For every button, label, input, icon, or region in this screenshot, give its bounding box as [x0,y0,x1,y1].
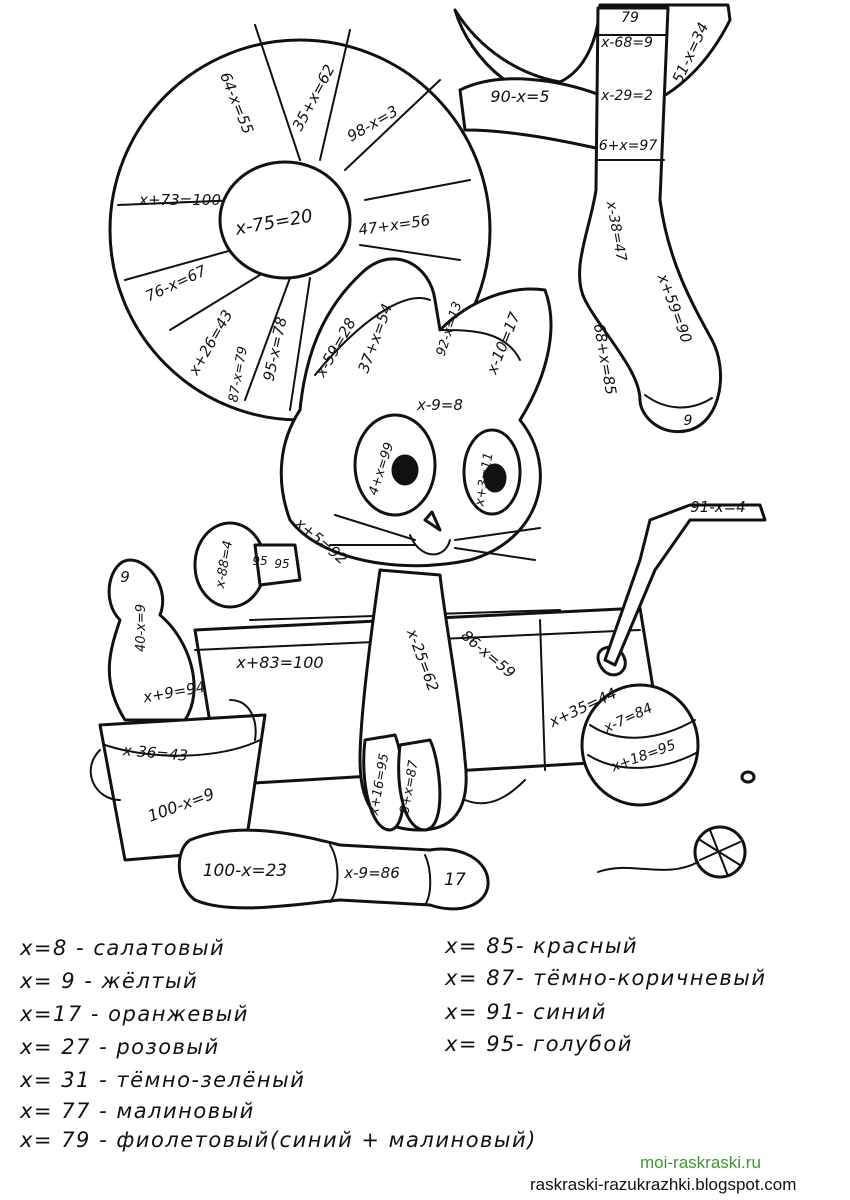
equation-horn-1: 90-x=5 [490,87,549,106]
equation-knob-2: 95 [252,554,267,568]
equation-sock-top: 79 [621,10,639,26]
sock [578,6,723,434]
equation-pin2-2: x-9=86 [343,864,400,882]
yarn-ball [597,770,756,879]
equation-pin2-1: 100-x=23 [203,861,288,881]
equation-knob-3: 95 [274,557,289,571]
equation-pin-neck: 40-x=9 [134,604,149,652]
equation-pin-top: 9 [120,568,130,586]
equation-sock-2: x-29=2 [600,88,653,104]
gramophone-knob [193,521,302,609]
ball [580,683,700,807]
equation-sock-3: 6+x=97 [599,138,658,154]
equation-pin2-head: 17 [444,870,466,890]
equation-fan-seg-5: x+73=100 [138,191,221,209]
bowling-pin-bottom [177,828,490,911]
equation-sock-toe: 9 [684,413,693,429]
cat [279,257,553,832]
equation-bucket-1: x-36=43 [121,741,188,765]
equation-crank: 91-x=4 [690,498,746,516]
equation-box-front: x+83=100 [235,653,323,672]
equation-sock-1: x-68=9 [600,35,653,51]
equation-forehead: x-9=8 [416,396,463,414]
